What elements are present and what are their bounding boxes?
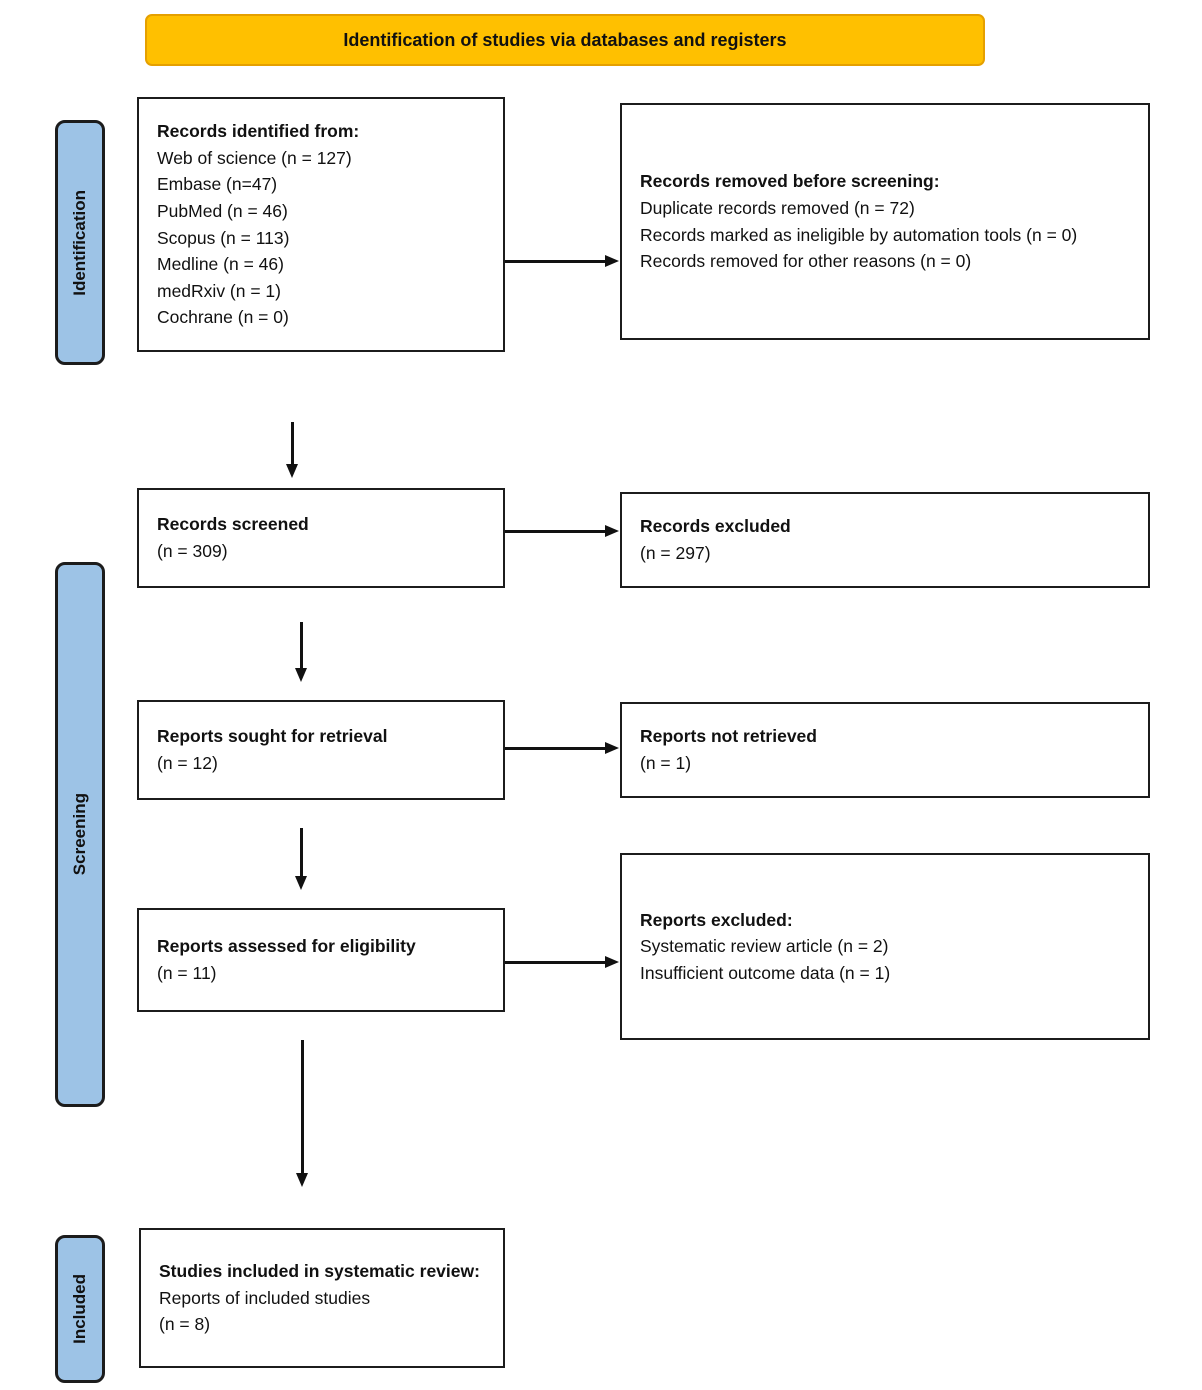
box-reports-sought-title: Reports sought for retrieval <box>157 726 388 747</box>
banner-title-label: Identification of studies via databases … <box>343 29 787 50</box>
box-records-screened-title: Records screened <box>157 514 309 535</box>
box-records-removed: Records removed before screening: Duplic… <box>620 103 1150 340</box>
stage-label-screening: Screening <box>70 793 89 876</box>
banner-title: Identification of studies via databases … <box>145 14 985 66</box>
arrow-screened-to-sought <box>295 622 307 682</box>
count-line: (n = 297) <box>640 543 711 563</box>
stage-label-included: Included <box>70 1274 89 1344</box>
excluded-line: Systematic review article (n = 2) <box>640 936 889 957</box>
arrow-identified-to-screened <box>286 422 298 478</box>
stage-bar-identification: Identification <box>55 120 105 365</box>
source-line: PubMed (n = 46) <box>157 200 288 221</box>
box-records-excluded: Records excluded (n = 297) <box>620 492 1150 588</box>
box-studies-included-title: Studies included in systematic review: <box>159 1261 480 1282</box>
source-line: medRxiv (n = 1) <box>157 280 281 301</box>
box-reports-assessed-title: Reports assessed for eligibility <box>157 936 416 957</box>
arrow-sought-to-assessed <box>295 828 307 890</box>
source-line: Scopus (n = 113) <box>157 227 290 248</box>
box-records-identified-title: Records identified from: <box>157 121 360 142</box>
removed-line: Duplicate records removed (n = 72) <box>640 197 915 218</box>
arrow-identified-to-removed <box>505 255 619 267</box>
box-studies-included: Studies included in systematic review: R… <box>139 1228 505 1368</box>
box-reports-assessed: Reports assessed for eligibility (n = 11… <box>137 908 505 1012</box>
stage-label-identification: Identification <box>70 189 89 296</box>
box-records-screened: Records screened (n = 309) <box>137 488 505 588</box>
count-line: (n = 11) <box>157 963 217 983</box>
source-line: Web of science (n = 127) <box>157 147 352 168</box>
stage-bar-screening: Screening <box>55 562 105 1107</box>
box-records-identified: Records identified from: Web of science … <box>137 97 505 352</box>
box-records-excluded-title: Records excluded <box>640 516 791 537</box>
excluded-line: Insufficient outcome data (n = 1) <box>640 962 891 983</box>
removed-line: Records removed for other reasons (n = 0… <box>640 251 972 272</box>
box-reports-excluded-title: Reports excluded: <box>640 909 793 930</box>
arrow-assessed-to-included <box>296 1040 308 1187</box>
included-line: Reports of included studies <box>159 1287 371 1308</box>
arrow-sought-to-not-retrieved <box>505 742 619 754</box>
box-reports-excluded: Reports excluded: Systematic review arti… <box>620 853 1150 1040</box>
source-line: Cochrane (n = 0) <box>157 307 289 328</box>
count-line: (n = 12) <box>157 753 218 773</box>
source-line: Medline (n = 46) <box>157 254 284 275</box>
source-line: Embase (n=47) <box>157 174 278 195</box>
box-reports-not-retrieved-title: Reports not retrieved <box>640 726 817 747</box>
arrow-screened-to-excluded <box>505 525 619 537</box>
arrow-assessed-to-reports-excluded <box>505 956 619 968</box>
count-line: (n = 8) <box>159 1314 211 1335</box>
stage-bar-included: Included <box>55 1235 105 1383</box>
removed-line: Records marked as ineligible by automati… <box>640 224 1078 245</box>
count-line: (n = 309) <box>157 541 228 561</box>
box-reports-sought: Reports sought for retrieval (n = 12) <box>137 700 505 800</box>
box-records-removed-title: Records removed before screening: <box>640 171 940 192</box>
count-line: (n = 1) <box>640 753 692 773</box>
box-reports-not-retrieved: Reports not retrieved (n = 1) <box>620 702 1150 798</box>
